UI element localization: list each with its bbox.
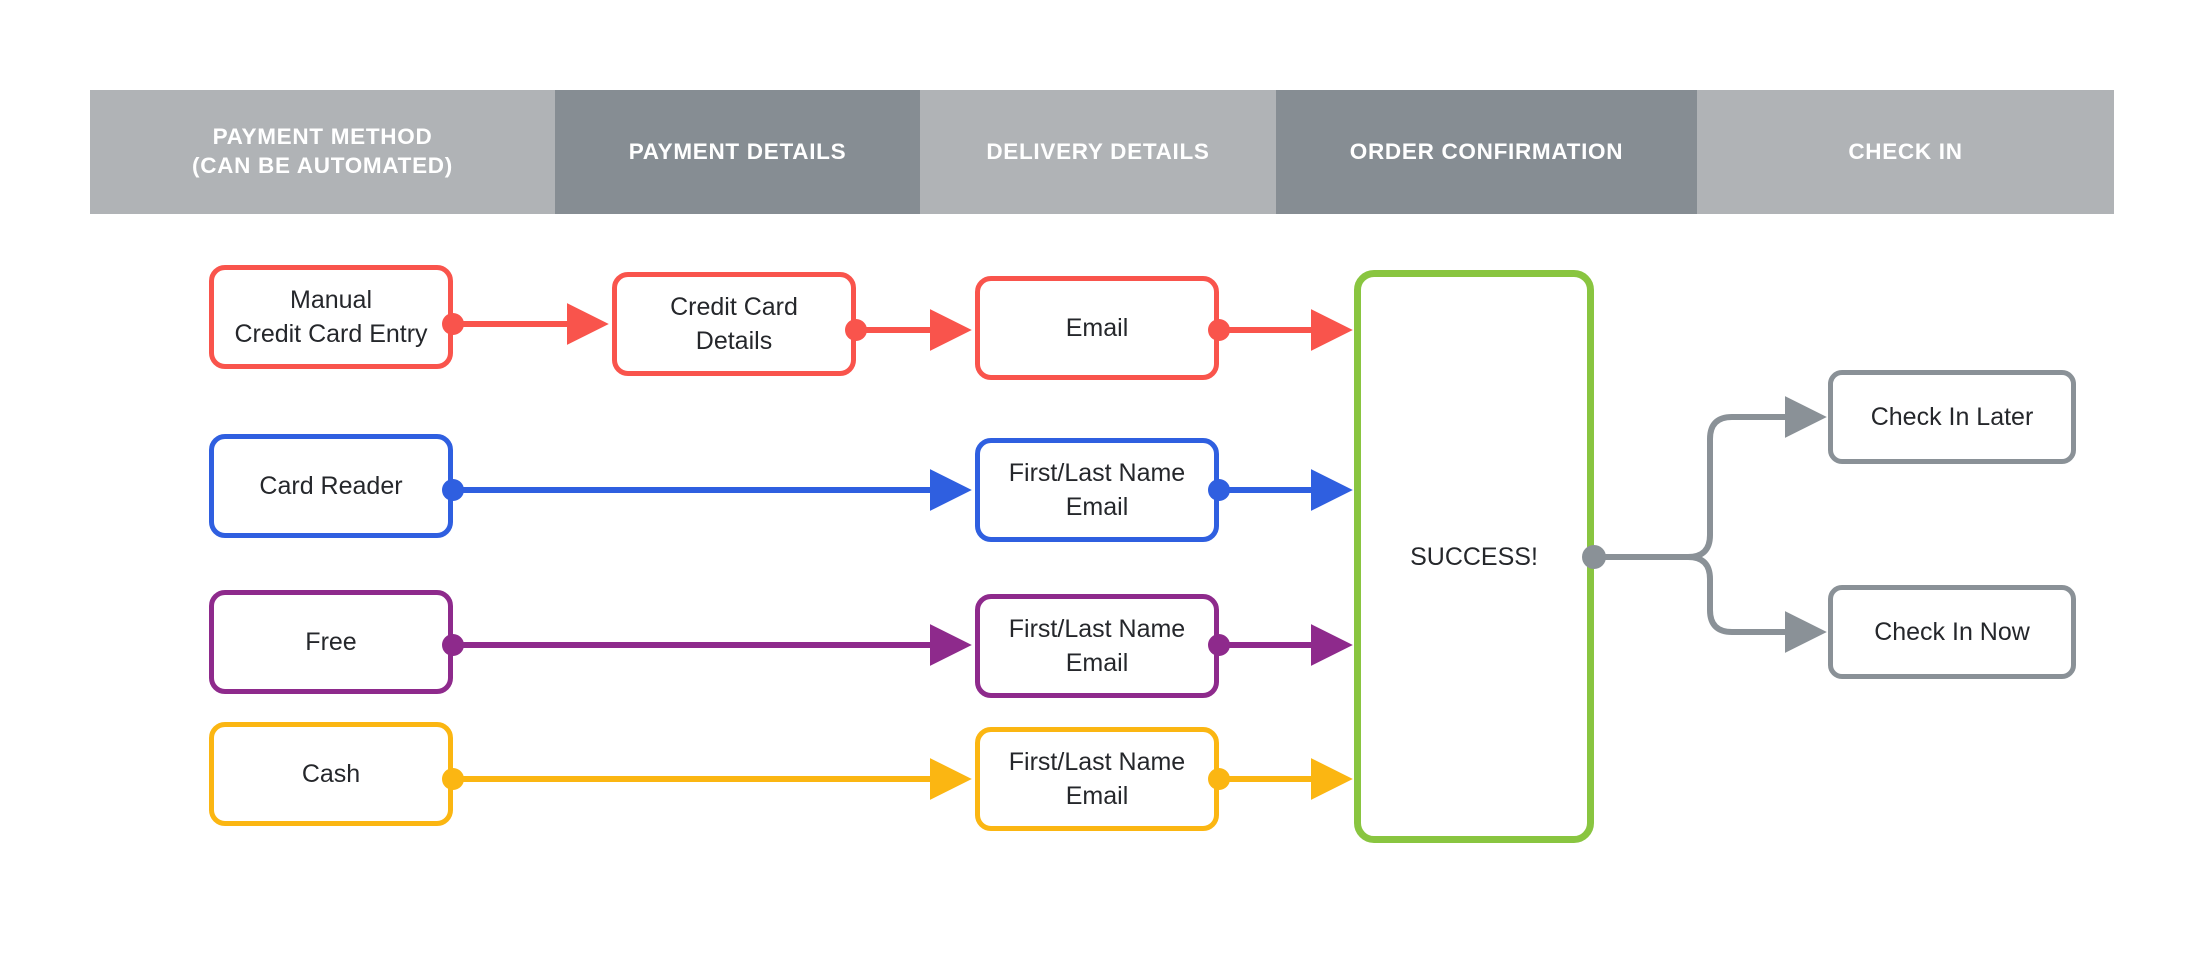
phase-tab-check-in[interactable]: CHECK IN xyxy=(1697,90,2114,214)
node-credit-card-details[interactable]: Credit Card Details xyxy=(612,272,856,376)
node-label: First/Last Name Email xyxy=(1008,459,1186,521)
connector-dot-delivery-amber xyxy=(1208,768,1230,790)
node-label: Email xyxy=(1065,314,1129,342)
connector-dot-email xyxy=(1208,319,1230,341)
node-label: Card Reader xyxy=(259,472,403,500)
node-label: Free xyxy=(305,628,357,656)
node-label: Check In Later xyxy=(1870,403,2034,431)
connector-dot-credit-card-details xyxy=(845,319,867,341)
phase-tab-label-line-1: PAYMENT METHOD xyxy=(212,124,433,150)
node-free[interactable]: Free xyxy=(209,590,453,694)
phase-tab-payment-method[interactable]: PAYMENT METHOD (CAN BE AUTOMATED) xyxy=(90,90,555,214)
node-check-in-later[interactable]: Check In Later xyxy=(1828,370,2076,464)
node-email[interactable]: Email xyxy=(975,276,1219,380)
node-success[interactable]: SUCCESS! xyxy=(1354,270,1594,843)
node-label: Cash xyxy=(301,760,361,788)
node-delivery-details-purple[interactable]: First/Last Name Email xyxy=(975,594,1219,698)
phase-tab-label-line-2: (CAN BE AUTOMATED) xyxy=(192,153,453,178)
node-manual-credit-card-entry[interactable]: Manual Credit Card Entry xyxy=(209,265,453,369)
phase-tab-order-confirmation[interactable]: ORDER CONFIRMATION xyxy=(1276,90,1697,214)
node-label: Manual Credit Card Entry xyxy=(234,286,428,348)
node-card-reader[interactable]: Card Reader xyxy=(209,434,453,538)
phase-bar: PAYMENT METHOD (CAN BE AUTOMATED) PAYMEN… xyxy=(90,90,2114,214)
node-delivery-details-blue[interactable]: First/Last Name Email xyxy=(975,438,1219,542)
connector-dot-delivery-blue xyxy=(1208,479,1230,501)
connector-success-to-check-in-later xyxy=(1591,396,1827,560)
node-check-in-now[interactable]: Check In Now xyxy=(1828,585,2076,679)
phase-tab-label: DELIVERY DETAILS xyxy=(986,138,1210,164)
phase-tab-delivery-details[interactable]: DELIVERY DETAILS xyxy=(920,90,1276,214)
node-label: Check In Now xyxy=(1874,618,2030,646)
node-label: SUCCESS! xyxy=(1410,542,1538,571)
node-cash[interactable]: Cash xyxy=(209,722,453,826)
connector-dot-success xyxy=(1582,545,1606,569)
node-label: Credit Card Details xyxy=(670,293,798,355)
phase-tab-label: PAYMENT DETAILS xyxy=(628,138,847,164)
connector-dot-free xyxy=(442,634,464,656)
connector-dot-card-reader xyxy=(442,479,464,501)
connector-dot-manual-credit-card-entry xyxy=(442,313,464,335)
phase-tab-label: ORDER CONFIRMATION xyxy=(1349,138,1624,164)
connector-dot-delivery-purple xyxy=(1208,634,1230,656)
node-label: First/Last Name Email xyxy=(1008,615,1186,677)
node-delivery-details-amber[interactable]: First/Last Name Email xyxy=(975,727,1219,831)
connector-success-to-check-in-now xyxy=(1591,554,1827,653)
connector-dot-cash xyxy=(442,768,464,790)
phase-tab-payment-details[interactable]: PAYMENT DETAILS xyxy=(555,90,920,214)
phase-tab-label: CHECK IN xyxy=(1848,138,1963,164)
node-label: First/Last Name Email xyxy=(1008,748,1186,810)
